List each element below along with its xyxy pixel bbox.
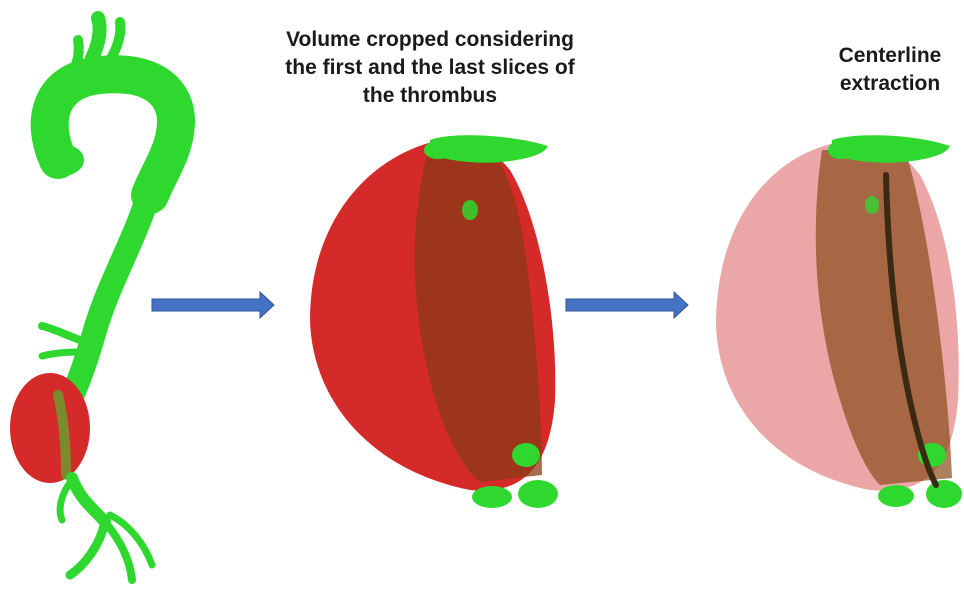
cropped-volume-panel: Volume cropped considering the first and… <box>280 0 580 591</box>
step-arrow-1 <box>152 290 276 320</box>
centerline-model <box>700 0 964 591</box>
centerline-panel: Centerline extraction <box>700 0 964 591</box>
step-arrow-2 <box>566 290 690 320</box>
cropped-volume-model <box>280 0 580 591</box>
